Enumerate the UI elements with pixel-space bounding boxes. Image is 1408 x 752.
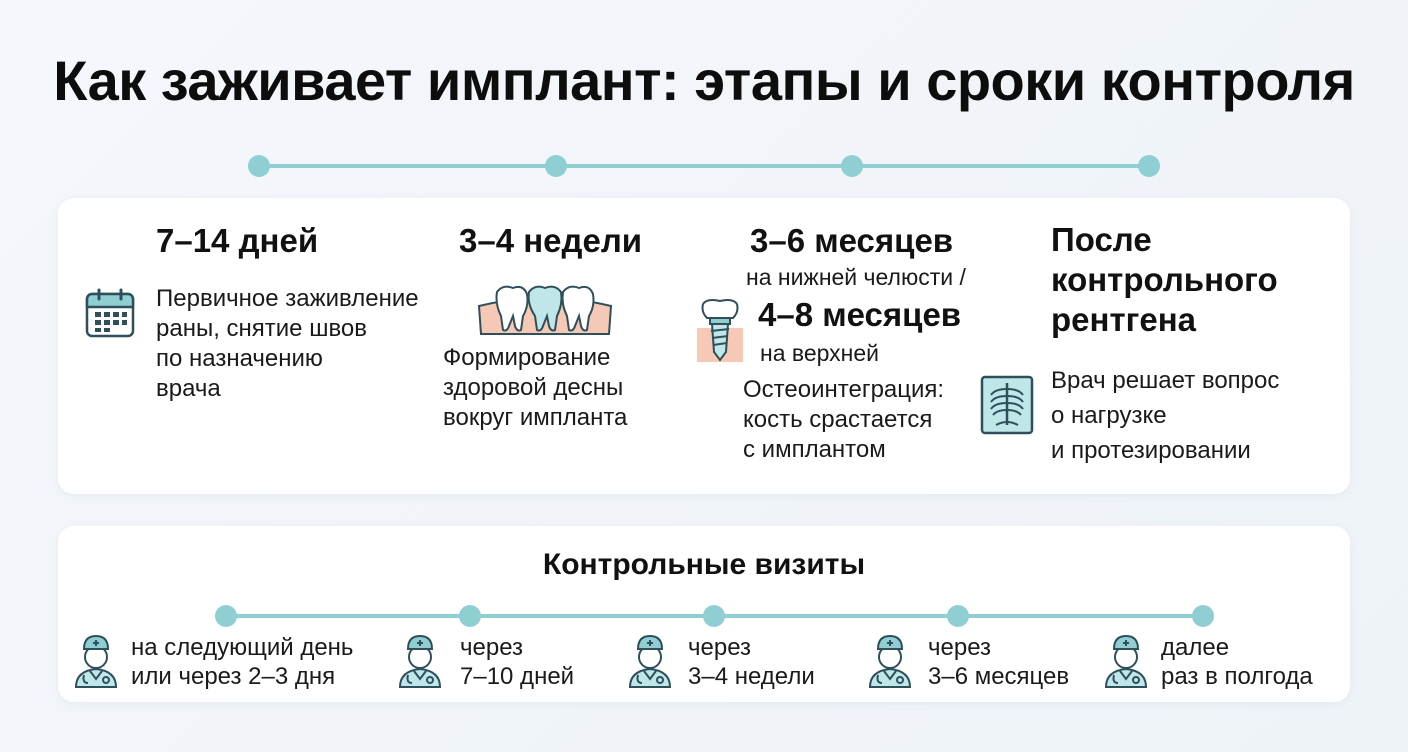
visit-text: через 3–4 недели <box>688 633 815 691</box>
stage-3-subheading-upper: на верхней <box>760 340 880 366</box>
visit-text: на следующий день или через 2–3 дня <box>131 633 353 691</box>
visit-text-line: далее <box>1161 634 1230 661</box>
stage-4-text-line: и протезировании <box>1051 437 1251 464</box>
visit-item: далее раз в полгода <box>1102 633 1342 693</box>
doctor-icon <box>866 633 914 689</box>
visits-timeline-dot <box>703 605 725 627</box>
visit-text: далее раз в полгода <box>1161 633 1313 691</box>
visit-text-line: или через 2–3 дня <box>131 663 336 690</box>
stage-1-text: Первичное заживление раны, снятие швов п… <box>156 284 419 404</box>
visit-text-line: на следующий день <box>131 634 354 661</box>
stage-1-text-line: по назначению <box>156 345 323 372</box>
stage-4-heading-line: контрольного <box>1051 261 1278 298</box>
visit-text-line: 3–4 недели <box>688 663 815 690</box>
doctor-icon <box>72 633 120 689</box>
stage-4-text-line: Врач решает вопрос <box>1051 367 1280 394</box>
stage-3-subheading-lower: на нижней челюсти / <box>746 264 966 290</box>
stage-2-text-line: здоровой десны <box>443 374 624 401</box>
visits-timeline <box>0 603 1408 629</box>
visit-item: на следующий день или через 2–3 дня <box>72 633 372 693</box>
visits-timeline-dot <box>215 605 237 627</box>
stage-1-text-line: Первичное заживление <box>156 285 419 312</box>
stage-3-text-line: Остеоинтеграция: <box>743 376 945 403</box>
stage-3-heading-upper: 4–8 месяцев <box>758 296 962 333</box>
stage-4-text: Врач решает вопрос о нагрузке и протезир… <box>1051 363 1279 468</box>
visit-text-line: 3–6 месяцев <box>928 663 1070 690</box>
visit-text: через 7–10 дней <box>460 633 574 691</box>
timeline-dot <box>545 155 567 177</box>
stage-4-heading-line: рентгена <box>1051 301 1196 338</box>
visits-timeline-dot <box>459 605 481 627</box>
stage-4-text-line: о нагрузке <box>1051 402 1167 429</box>
stage-4-heading-line: После <box>1051 221 1152 258</box>
visit-text-line: через <box>460 634 524 661</box>
visit-item: через 3–6 месяцев <box>866 633 1096 693</box>
stage-1-text-line: раны, снятие швов <box>156 315 368 342</box>
doctor-icon <box>396 633 444 689</box>
implant-icon <box>695 298 745 364</box>
stage-2-heading: 3–4 недели <box>459 222 643 259</box>
doctor-icon <box>626 633 674 689</box>
visits-timeline-dot <box>947 605 969 627</box>
stage-2-text-line: Формирование <box>443 344 611 371</box>
timeline-dot <box>1138 155 1160 177</box>
stages-timeline <box>0 152 1408 180</box>
stage-1-text-line: врача <box>156 375 221 402</box>
visit-text-line: через <box>688 634 752 661</box>
visit-text: через 3–6 месяцев <box>928 633 1069 691</box>
page-title: Как заживает имплант: этапы и сроки конт… <box>53 49 1355 112</box>
visit-text-line: 7–10 дней <box>460 663 575 690</box>
teeth-gum-icon <box>477 282 613 338</box>
stage-4-heading: После контрольного рентгена <box>1051 220 1278 340</box>
visit-item: через 7–10 дней <box>396 633 616 693</box>
timeline-line <box>259 164 1149 168</box>
stage-2-text-line: вокруг импланта <box>443 404 628 431</box>
calendar-icon <box>84 287 136 339</box>
stage-1-heading: 7–14 дней <box>156 222 319 259</box>
timeline-dot <box>248 155 270 177</box>
stage-3-heading: 3–6 месяцев <box>750 222 954 259</box>
doctor-icon <box>1102 633 1150 689</box>
stage-2-text: Формирование здоровой десны вокруг импла… <box>443 343 627 433</box>
visits-timeline-dot <box>1192 605 1214 627</box>
stage-3-text: Остеоинтеграция: кость срастается с импл… <box>743 375 944 465</box>
timeline-dot <box>841 155 863 177</box>
visit-text-line: через <box>928 634 992 661</box>
visits-title: Контрольные визиты <box>542 548 866 581</box>
xray-icon <box>980 375 1034 435</box>
visit-item: через 3–4 недели <box>626 633 846 693</box>
stage-3-text-line: кость срастается <box>743 406 933 433</box>
visit-text-line: раз в полгода <box>1161 663 1313 690</box>
stage-3-text-line: с имплантом <box>743 436 886 463</box>
